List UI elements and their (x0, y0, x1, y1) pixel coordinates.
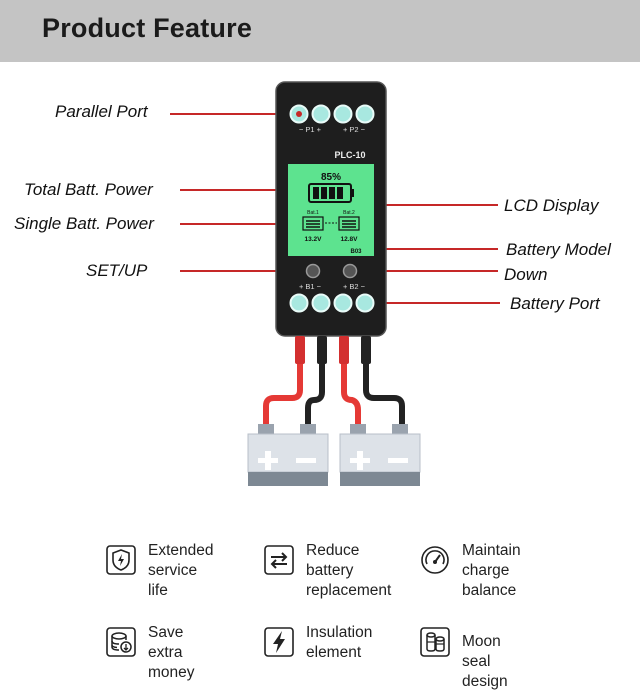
label-single-batt-power: Single Batt. Power (14, 214, 154, 233)
lcd-screen (288, 164, 374, 256)
feature-line2: replacement (306, 582, 392, 599)
label-parallel-port: Parallel Port (55, 102, 148, 121)
label-battery-model: Battery Model (506, 240, 611, 259)
gauge-icon (421, 546, 449, 574)
feature-line1: Save extra (148, 624, 184, 661)
port-label-b2: + B2 − (343, 282, 366, 291)
shield-lightning-icon (106, 545, 136, 575)
feature-line1: Insulation (306, 624, 373, 641)
cables (263, 336, 405, 432)
bottom-ports (289, 293, 375, 313)
label-total-batt-power: Total Batt. Power (24, 180, 153, 199)
battery-cells-icon (420, 627, 450, 657)
bat1-label: Bat.1 (307, 210, 319, 216)
coins-icon (106, 627, 136, 657)
battery-right (339, 424, 421, 486)
bat2-voltage: 12.8V (341, 236, 359, 243)
device-diagram: − P1 + + P2 − PLC-10 85% Bat.1 Bat.2 13.… (170, 81, 500, 486)
feature-line1: Maintain charge (462, 542, 521, 579)
lcd-percent: 85% (321, 172, 341, 183)
port-label-b1: + B1 − (299, 282, 322, 291)
model-label: PLC-10 (334, 150, 365, 160)
bat2-label: Bat.2 (343, 210, 355, 216)
port-label-p1: − P1 + (299, 125, 322, 134)
feature-line1: Moon seal design (462, 633, 508, 690)
single-battery-icons (302, 216, 360, 231)
header-bar: Product Feature (0, 0, 640, 62)
model-code: B03 (350, 249, 362, 255)
feature-line2: element (306, 644, 362, 661)
swap-arrows-icon (264, 545, 294, 575)
total-battery-icon (308, 183, 354, 203)
set-up-button (305, 263, 321, 279)
label-set-up: SET/UP (86, 261, 148, 280)
page-title: Product Feature (42, 13, 253, 43)
feature-line2: service life (148, 562, 198, 599)
feature-line1: Extended (148, 542, 214, 559)
top-ports (289, 104, 375, 124)
bat1-voltage: 13.2V (305, 236, 323, 243)
down-button (342, 263, 358, 279)
feature-line2: money (148, 664, 195, 681)
feature-line2: balance (462, 582, 517, 599)
label-lcd-display: LCD Display (504, 196, 599, 215)
battery-left (247, 424, 329, 486)
feature-line1: Reduce battery (306, 542, 360, 579)
port-label-p2: + P2 − (343, 125, 366, 134)
label-battery-port: Battery Port (510, 294, 600, 313)
label-down: Down (504, 265, 548, 284)
lightning-icon (264, 627, 294, 657)
